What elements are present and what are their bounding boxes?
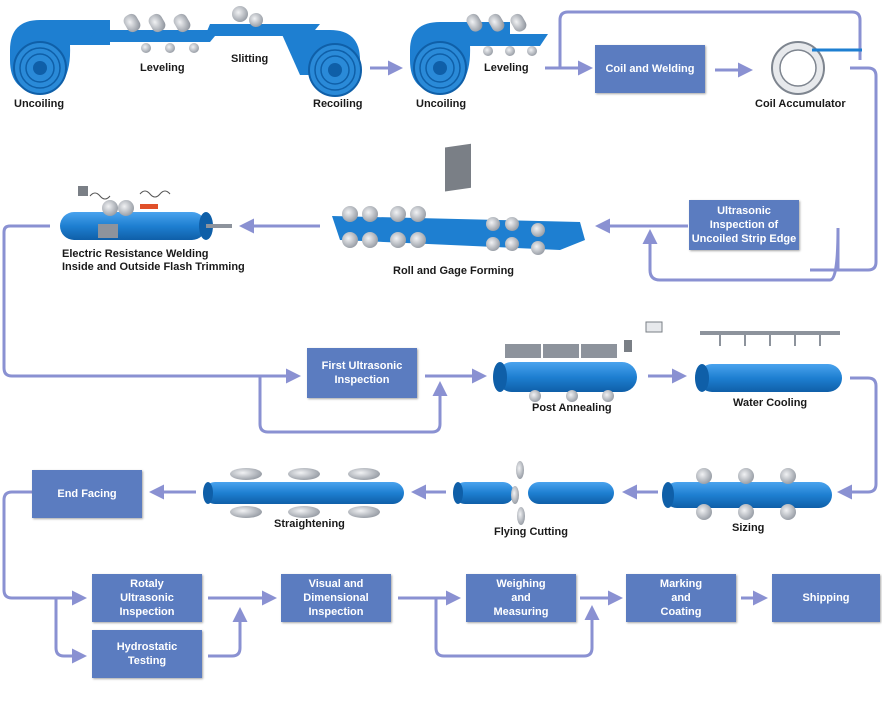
label-erw-line1: Electric Resistance Welding — [62, 248, 209, 260]
label-leveling-2: Leveling — [484, 62, 529, 74]
loop-around-weighing — [434, 598, 600, 658]
label-roll-gage-forming: Roll and Gage Forming — [393, 265, 515, 277]
leveling-rollers-1 — [88, 13, 220, 53]
label-uncoiling-1: Uncoiling — [14, 98, 65, 110]
loop-around-first-ultrasonic — [258, 376, 448, 434]
label-sizing: Sizing — [732, 522, 765, 534]
post-annealing-pipe — [493, 321, 663, 402]
label-post-annealing: Post Annealing — [532, 402, 612, 414]
arrow-cooling-to-sizing — [837, 376, 878, 500]
label-recoiling: Recoiling — [313, 98, 363, 110]
erw-welding-pipe — [60, 186, 232, 240]
label-flying-cutting: Flying Cutting — [494, 526, 568, 538]
label-slitting: Slitting — [231, 53, 269, 65]
arrow-endfacing-to-rotaly — [2, 490, 87, 606]
label-coil-accumulator: Coil Accumulator — [755, 98, 846, 110]
box-rotaly-ultrasonic: Rotaly Ultrasonic Inspection — [92, 574, 202, 622]
flying-cutting — [453, 461, 614, 525]
arrow-erw-to-first-ultrasonic — [2, 224, 301, 384]
water-cooling-pipe — [695, 331, 842, 392]
leveling-rollers-2 — [464, 13, 548, 56]
loop-around-ultrasonic-edge — [642, 227, 840, 282]
box-hydrostatic-testing: Hydrostatic Testing — [92, 630, 202, 678]
right-down-line-row1 — [810, 66, 878, 272]
box-coil-and-welding: Coil and Welding — [595, 45, 705, 93]
label-uncoiling-2: Uncoiling — [416, 98, 467, 110]
coil-accumulator — [771, 41, 862, 95]
roll-gage-forming — [332, 143, 585, 255]
uncoiling-coil-2 — [410, 22, 510, 95]
arrow-hydrostatic-to-visual — [208, 607, 248, 658]
box-marking-coating: Marking and Coating — [626, 574, 736, 622]
recoiling-coil — [280, 30, 362, 97]
box-ultrasonic-strip-edge: Ultrasonic Inspection of Uncoiled Strip … — [689, 200, 799, 250]
label-water-cooling: Water Cooling — [733, 397, 808, 409]
label-straightening: Straightening — [274, 518, 345, 530]
loop-top-line — [558, 10, 862, 68]
straightening-pipe — [203, 468, 404, 518]
box-visual-dimensional: Visual and Dimensional Inspection — [281, 574, 391, 622]
box-first-ultrasonic: First Ultrasonic Inspection — [307, 348, 417, 398]
box-end-facing: End Facing — [32, 470, 142, 518]
label-leveling-1: Leveling — [140, 62, 185, 74]
box-shipping: Shipping — [772, 574, 880, 622]
sizing-pipe — [662, 468, 832, 520]
label-erw-line2: Inside and Outside Flash Trimming — [62, 261, 245, 273]
box-weighing-measuring: Weighing and Measuring — [466, 574, 576, 622]
uncoiling-coil-1 — [10, 20, 110, 95]
arrow-endfacing-to-hydrostatic — [54, 598, 87, 664]
